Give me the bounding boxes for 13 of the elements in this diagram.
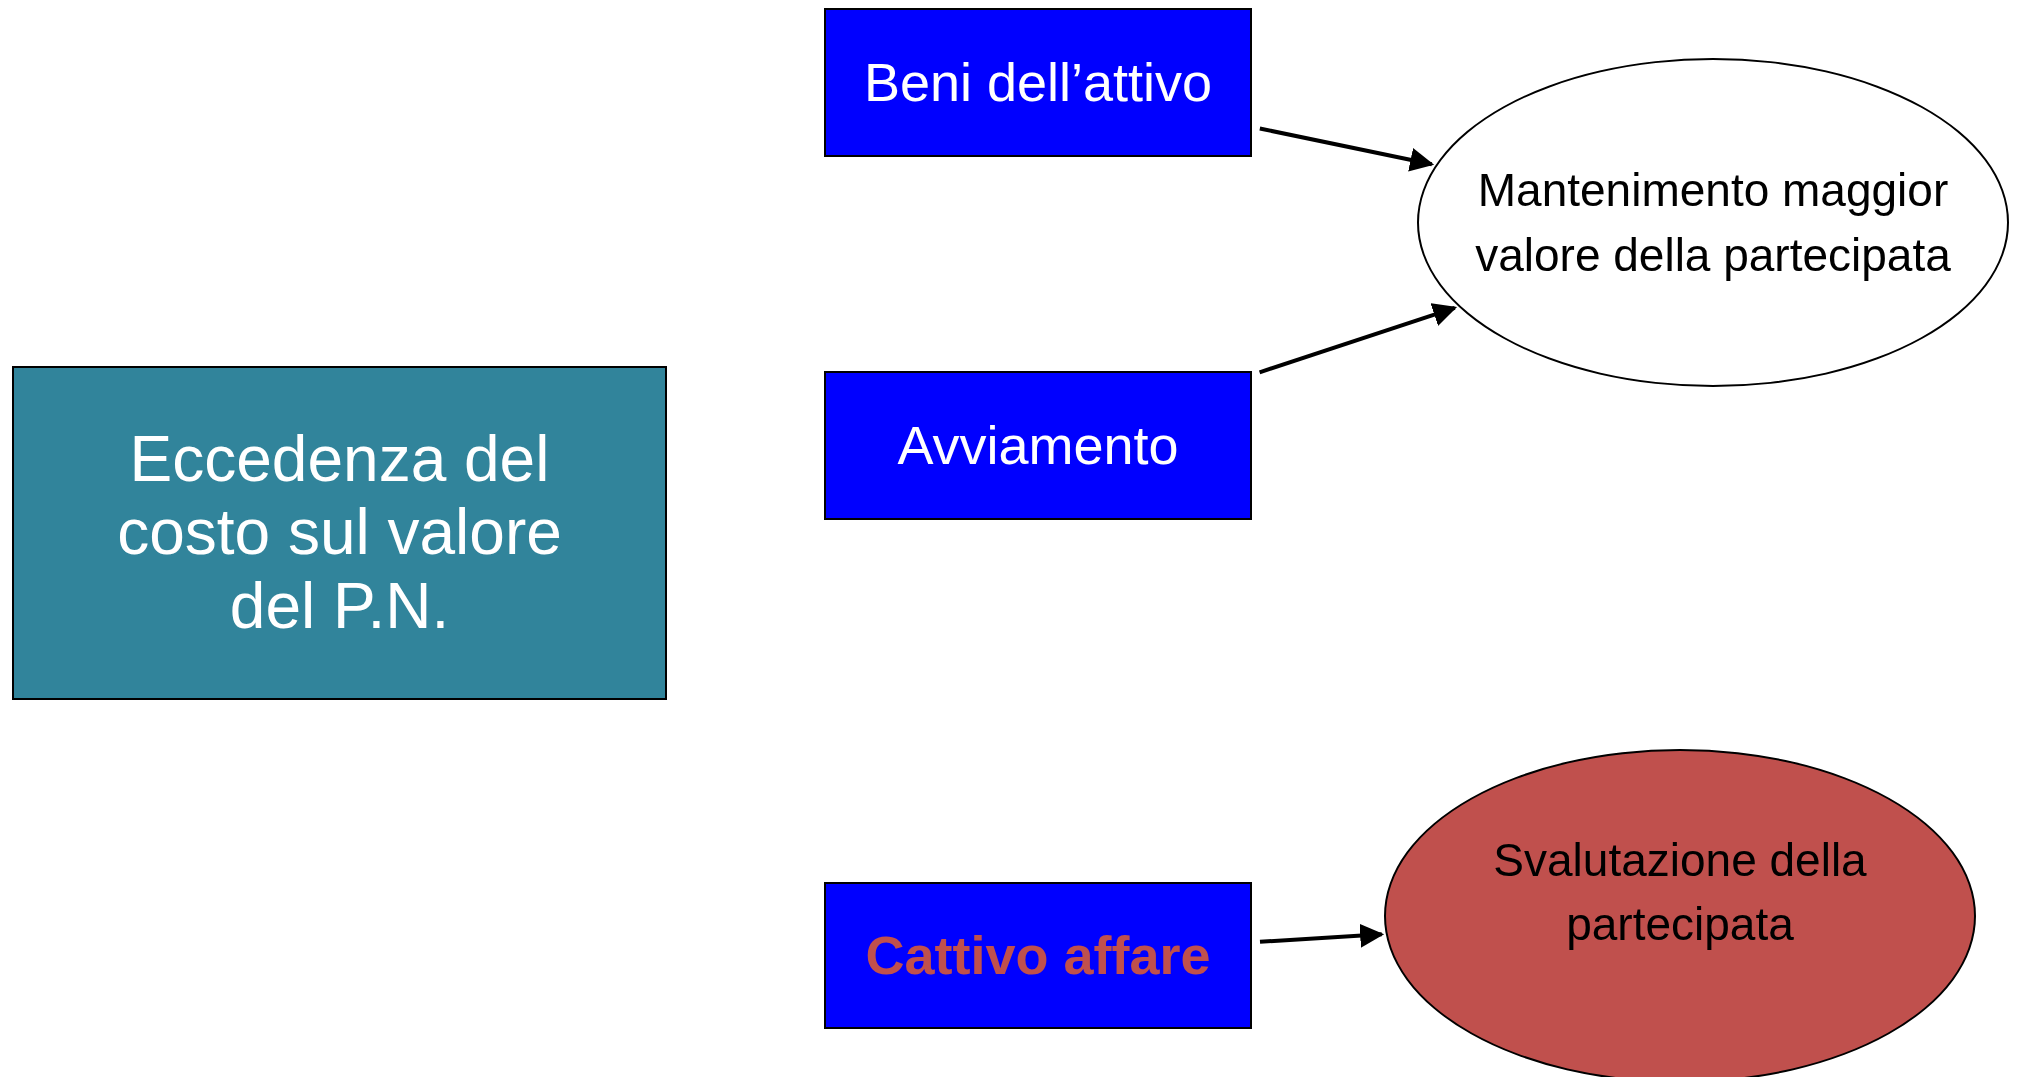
node-label: Avviamento — [897, 414, 1179, 477]
arrow — [1259, 923, 1385, 948]
process-box — [824, 371, 1252, 520]
process-box — [12, 366, 667, 700]
process-box — [824, 882, 1252, 1029]
node-label: Mantenimento maggior valore della partecipata — [1474, 163, 1952, 283]
arrow — [1258, 303, 1458, 375]
arrow — [1259, 126, 1435, 172]
node-label: Svalutazione della partecipata — [1492, 832, 1868, 952]
node-label: Eccedenza del costo sul valore del P.N. — [116, 422, 563, 644]
node-label: Beni dell’attivo — [863, 51, 1213, 114]
node-label: Cattivo affare — [865, 924, 1211, 987]
process-box — [824, 8, 1252, 157]
